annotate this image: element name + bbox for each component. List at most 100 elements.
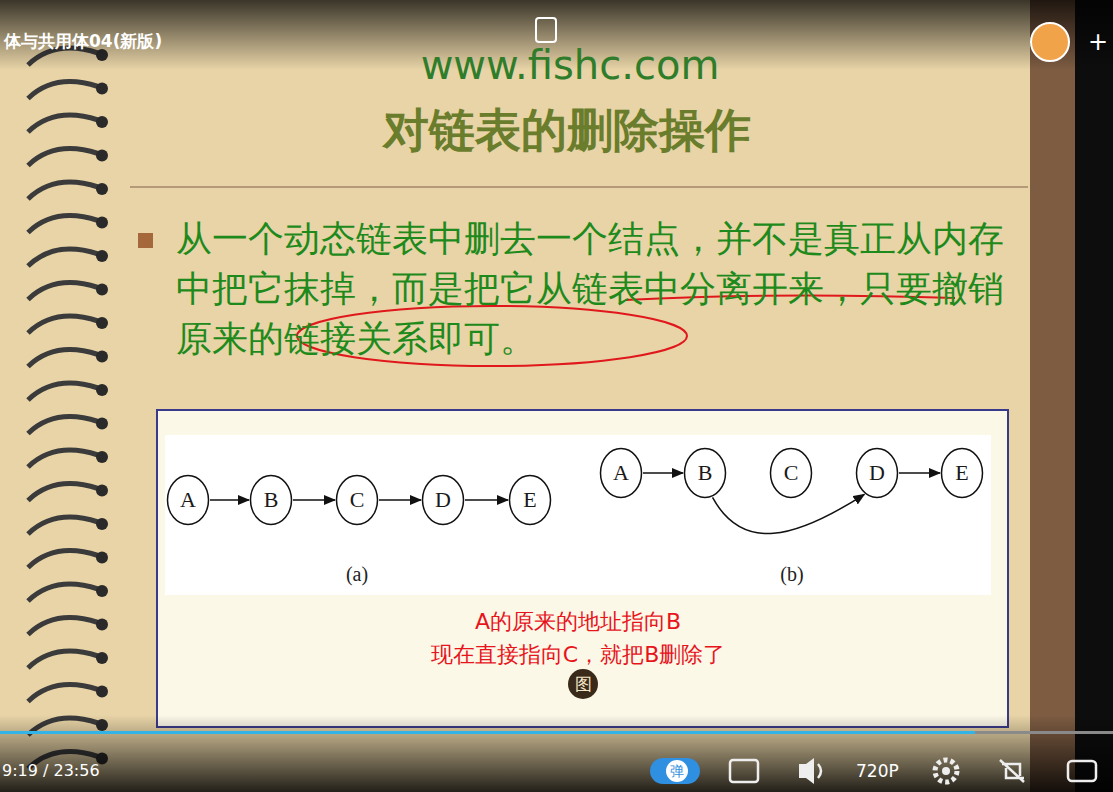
bullet-text: 从一个动态链表中删去一个结点，并不是真正从内存中把它抹掉，而是把它从链表中分离开… [176, 214, 1006, 364]
stamp-glyph: 图 [575, 673, 592, 696]
spiral-ring [28, 450, 98, 467]
next-pointer-arrow [210, 499, 249, 501]
binding-hole [96, 83, 108, 95]
list-node-circle: E [508, 474, 552, 526]
volume-wave [818, 764, 821, 778]
spiral-ring [28, 651, 98, 668]
node-letter: C [350, 487, 365, 513]
list-node-circle: D [421, 474, 465, 526]
bullet-square [138, 233, 153, 248]
binding-hole [96, 384, 108, 396]
red-note: 现在直接指向C，就把B删除了 [431, 640, 725, 670]
binding-hole [96, 284, 108, 296]
figure-panel [165, 435, 991, 595]
node-letter: D [435, 487, 451, 513]
spiral-ring [28, 551, 98, 568]
progress-track [0, 731, 1113, 734]
next-pointer-arrow [465, 499, 508, 501]
list-node-circle: D [855, 447, 899, 499]
node-letter: B [698, 460, 713, 486]
node-letter: A [180, 487, 196, 513]
header-rule [130, 186, 1028, 188]
spiral-ring [28, 685, 98, 702]
next-pointer-arrow [899, 472, 940, 474]
letterbox [1075, 0, 1113, 792]
binding-hole [96, 585, 108, 597]
spiral-ring [28, 417, 98, 434]
quality-label: 720P [856, 761, 899, 781]
binding-hole [96, 518, 108, 530]
follow-plus: + [1088, 28, 1108, 56]
list-node-circle: E [940, 447, 984, 499]
figure-label: (b) [780, 563, 803, 586]
loop-off-icon [1000, 760, 1024, 782]
figure-label: (a) [346, 563, 368, 586]
site-url: www.fishc.com [421, 42, 720, 88]
player-bar [0, 715, 1113, 792]
next-pointer-arrow [293, 499, 335, 501]
spiral-ring [28, 216, 98, 233]
pip-icon [536, 18, 556, 42]
spiral-ring [28, 115, 98, 132]
binding-hole [96, 351, 108, 363]
next-pointer-arrow [713, 494, 865, 533]
next-pointer-arrow [379, 499, 421, 501]
spiral-ring [28, 82, 98, 99]
avatar [1031, 23, 1069, 61]
binding-hole [96, 183, 108, 195]
spiral-binding [28, 48, 108, 768]
red-note: A的原来的地址指向B [475, 607, 681, 637]
slide-frame [1030, 0, 1075, 792]
spiral-ring [28, 283, 98, 300]
node-letter: A [613, 460, 629, 486]
binding-hole [96, 418, 108, 430]
spiral-ring [28, 484, 98, 501]
list-node-circle: C [335, 474, 379, 526]
spiral-ring [28, 350, 98, 367]
binding-hole [96, 150, 108, 162]
list-node-circle: B [683, 447, 727, 499]
next-pointer-arrow [643, 472, 683, 474]
node-letter: B [264, 487, 279, 513]
node-letter: C [784, 460, 799, 486]
binding-hole [96, 619, 108, 631]
binding-hole [96, 652, 108, 664]
stamp-icon [568, 669, 598, 699]
binding-hole [96, 552, 108, 564]
danmaku-glyph: 弹 [666, 760, 688, 782]
spiral-ring [28, 149, 98, 166]
danmaku-toggle [650, 758, 700, 784]
slide-page [0, 0, 1075, 792]
spiral-ring [28, 618, 98, 635]
binding-hole [96, 485, 108, 497]
gear-core [942, 767, 950, 775]
node-letter: D [869, 460, 885, 486]
binding-hole [96, 317, 108, 329]
binding-hole [96, 686, 108, 698]
list-node-circle: A [599, 447, 643, 499]
spiral-ring [28, 383, 98, 400]
progress-played [0, 731, 975, 734]
list-node-circle: C [769, 447, 813, 499]
spiral-ring [28, 249, 98, 266]
volume-icon [799, 758, 814, 784]
list-node-circle: B [249, 474, 293, 526]
slide-title: 对链表的删除操作 [383, 100, 751, 162]
video-title: 体与共用体04(新版) [4, 30, 162, 53]
gear-icon [935, 760, 957, 782]
spiral-ring [28, 517, 98, 534]
spiral-ring [28, 316, 98, 333]
binding-hole [96, 116, 108, 128]
node-letter: E [955, 460, 968, 486]
binding-hole [96, 217, 108, 229]
fullscreen-icon [1068, 761, 1096, 781]
settings-icon [730, 760, 758, 782]
figure-frame [157, 410, 1008, 727]
spiral-ring [28, 182, 98, 199]
spiral-ring [28, 584, 98, 601]
time-display: 9:19 / 23:56 [2, 761, 100, 780]
list-node-circle: A [166, 474, 210, 526]
binding-hole [96, 250, 108, 262]
binding-hole [96, 451, 108, 463]
